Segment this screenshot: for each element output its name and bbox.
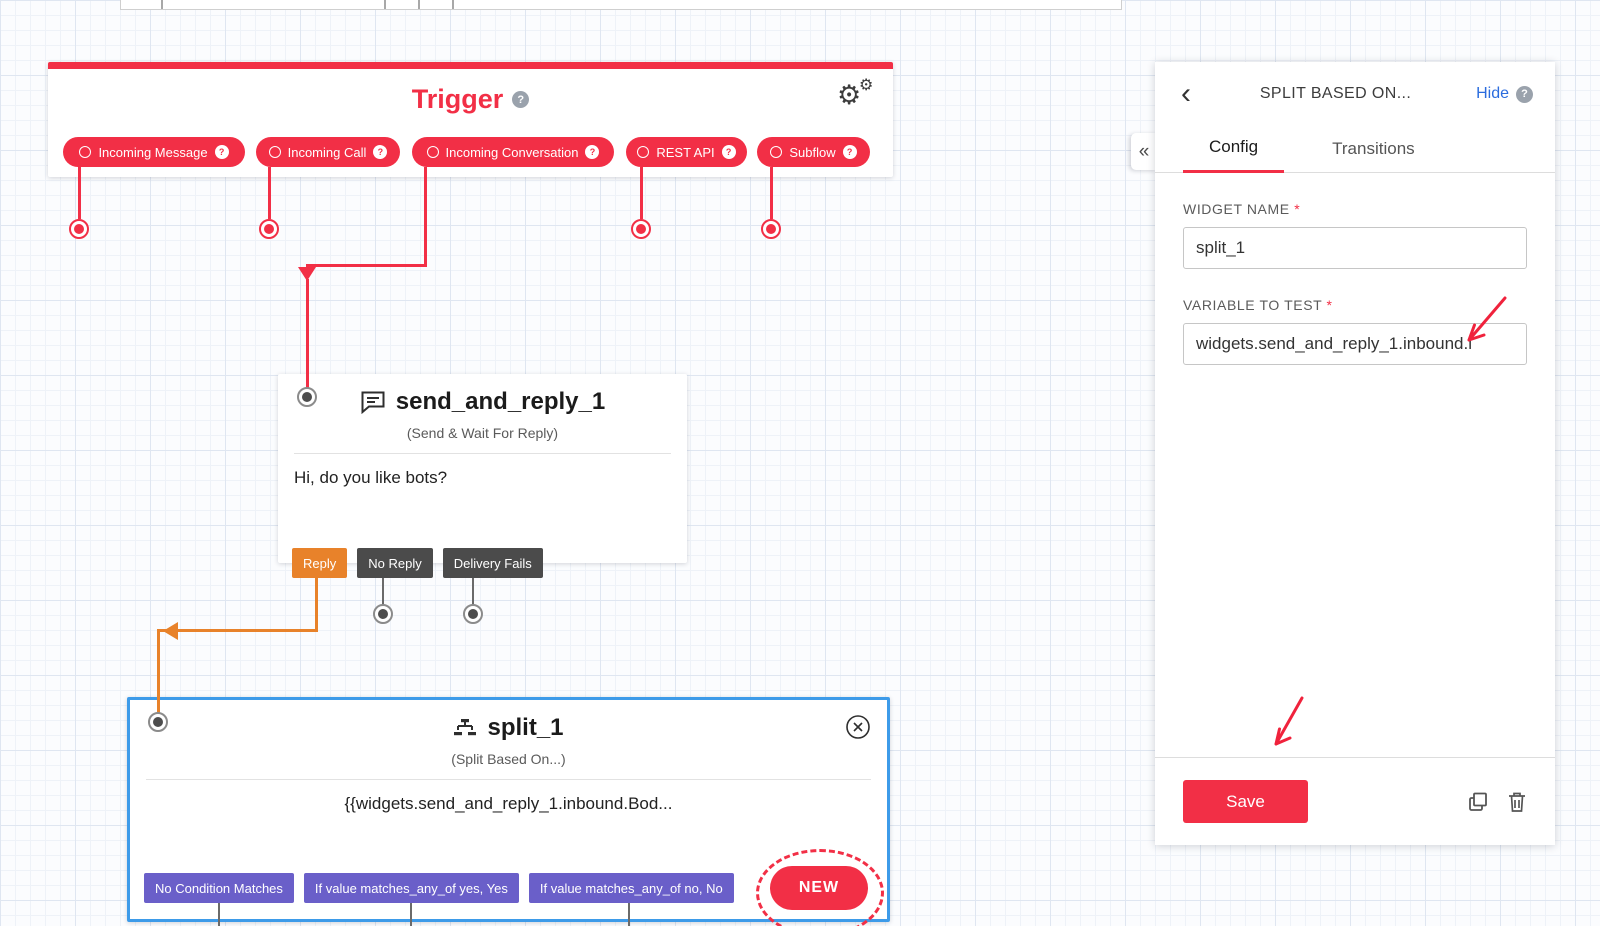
trigger-outlet-dot[interactable]	[259, 219, 279, 239]
connector-stub	[418, 0, 420, 9]
trigger-outlet-dot[interactable]	[631, 219, 651, 239]
panel-collapse-toggle[interactable]: «	[1131, 133, 1157, 170]
widget-title: send_and_reply_1	[395, 388, 606, 415]
widget-input-dot[interactable]	[297, 387, 317, 407]
trigger-settings-gear-icon[interactable]: ⚙ ⚙	[837, 77, 877, 116]
divider	[294, 453, 671, 454]
connector-line	[218, 903, 220, 926]
radio-circle-icon	[770, 146, 783, 158]
help-icon[interactable]: ?	[512, 91, 530, 108]
connector-stub	[384, 0, 386, 9]
tab-config[interactable]: Config	[1183, 137, 1285, 173]
help-icon[interactable]: ?	[842, 145, 857, 159]
widget-title: split_1	[487, 714, 564, 741]
connector-line	[268, 167, 271, 219]
connector-line	[640, 167, 643, 219]
transition-reply[interactable]: Reply	[292, 548, 348, 578]
trigger-widget[interactable]: Trigger ? ⚙ ⚙ Incoming Message ? Incomin…	[48, 62, 893, 177]
connector-stub	[161, 0, 163, 9]
offscreen-widget-partial	[120, 0, 1122, 10]
connector-line	[157, 629, 317, 632]
variable-to-test-label: VARIABLE TO TEST *	[1183, 297, 1333, 313]
trigger-pill-incoming-call[interactable]: Incoming Call ?	[256, 137, 400, 167]
connector-line	[410, 903, 412, 926]
connector-arrowhead	[163, 622, 178, 640]
connector-line	[770, 167, 773, 219]
hide-link[interactable]: Hide	[1476, 85, 1509, 102]
gear-icon: ⚙	[837, 80, 862, 110]
help-icon[interactable]: ?	[585, 145, 600, 159]
trigger-outlet-dot[interactable]	[761, 219, 781, 239]
panel-title: SPLIT BASED ON...	[1259, 85, 1412, 102]
trigger-pill-incoming-conversation[interactable]: Incoming Conversation ?	[412, 137, 614, 167]
duplicate-icon[interactable]	[1467, 791, 1489, 813]
connector-line	[382, 578, 384, 605]
connector-line	[315, 578, 318, 632]
transition-outlet-dot[interactable]	[373, 604, 393, 624]
connector-line	[472, 578, 474, 605]
new-transition-button[interactable]: NEW	[770, 866, 868, 910]
close-icon[interactable]	[845, 714, 871, 740]
chat-bubble-icon	[360, 390, 386, 414]
help-icon[interactable]: ?	[1516, 85, 1533, 103]
connector-line	[157, 631, 160, 714]
connector-line	[306, 279, 309, 389]
transition-outlet-dot[interactable]	[463, 604, 483, 624]
trigger-pill-rest-api[interactable]: REST API ?	[626, 137, 747, 167]
transition-no-reply[interactable]: No Reply	[357, 548, 433, 578]
radio-circle-icon	[79, 146, 92, 158]
trigger-pill-incoming-message[interactable]: Incoming Message ?	[63, 137, 245, 167]
back-chevron-icon[interactable]: ‹	[1181, 77, 1191, 110]
connector-stub	[452, 0, 454, 9]
widget-body-text: {{widgets.send_and_reply_1.inbound.Bod..…	[344, 794, 673, 813]
variable-to-test-input[interactable]	[1183, 323, 1527, 365]
pill-label: Subflow	[789, 144, 836, 160]
divider	[146, 779, 871, 780]
pill-label: Incoming Call	[287, 144, 367, 160]
trash-icon[interactable]	[1507, 791, 1527, 813]
widget-config-panel: ‹ SPLIT BASED ON... Hide ? Config Transi…	[1155, 62, 1555, 845]
help-icon[interactable]: ?	[214, 145, 229, 159]
connector-line	[424, 167, 427, 267]
save-button[interactable]: Save	[1183, 780, 1308, 823]
widget-type: (Split Based On...)	[451, 751, 566, 767]
transition-delivery-fails[interactable]: Delivery Fails	[442, 548, 543, 578]
panel-tabs: Config Transitions	[1155, 126, 1555, 173]
connector-line	[306, 264, 427, 267]
widget-body-text: Hi, do you like bots?	[294, 468, 448, 487]
tab-transitions[interactable]: Transitions	[1332, 139, 1415, 158]
help-icon[interactable]: ?	[373, 145, 388, 159]
trigger-outlet-dot[interactable]	[69, 219, 89, 239]
widget-name-input[interactable]	[1183, 227, 1527, 269]
transition-no-condition-matches[interactable]: No Condition Matches	[144, 873, 294, 903]
trigger-accent-bar	[48, 62, 893, 69]
radio-circle-icon	[268, 146, 281, 158]
help-icon[interactable]: ?	[721, 145, 736, 159]
pill-label: REST API	[656, 144, 715, 160]
widget-name-label: WIDGET NAME *	[1183, 201, 1301, 217]
widget-type: (Send & Wait For Reply)	[406, 425, 559, 441]
trigger-pill-subflow[interactable]: Subflow ?	[757, 137, 870, 167]
widget-input-dot[interactable]	[148, 712, 168, 732]
send-and-reply-widget[interactable]: send_and_reply_1 (Send & Wait For Reply)…	[278, 374, 687, 578]
connector-arrowhead	[298, 267, 316, 281]
trigger-title: Trigger	[411, 84, 504, 114]
pill-label: Incoming Message	[98, 144, 208, 160]
transition-matches-yes[interactable]: If value matches_any_of yes, Yes	[303, 873, 519, 903]
split-icon	[453, 718, 477, 738]
transition-matches-no[interactable]: If value matches_any_of no, No	[528, 873, 734, 903]
radio-circle-icon	[637, 146, 650, 158]
collapse-chevrons-icon: «	[1138, 140, 1150, 162]
gear-icon: ⚙	[859, 77, 874, 94]
radio-circle-icon	[426, 146, 439, 158]
pill-label: Incoming Conversation	[445, 144, 579, 160]
connector-line	[78, 167, 81, 219]
connector-line	[628, 903, 630, 926]
split-widget-selected[interactable]: split_1 (Split Based On...) {{widgets.se…	[127, 697, 890, 922]
